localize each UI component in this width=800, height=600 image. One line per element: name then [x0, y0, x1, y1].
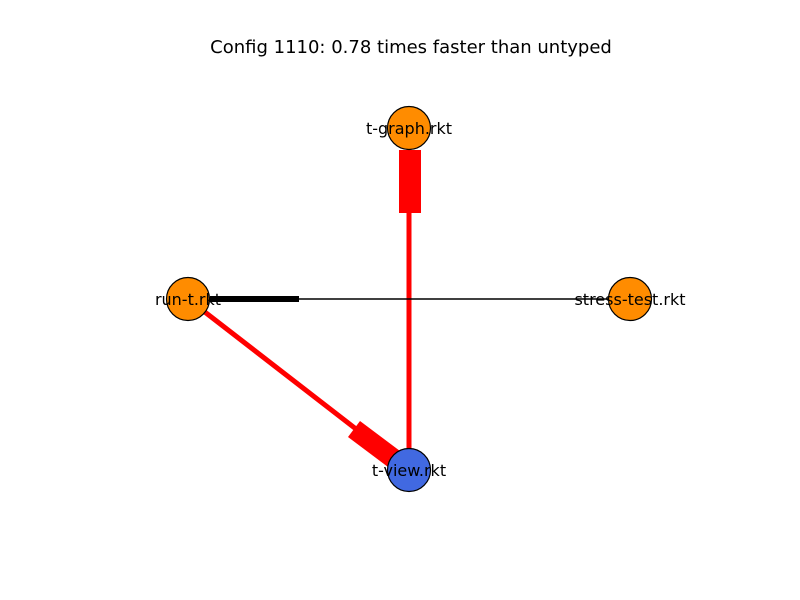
node-run-t-label: run-t.rkt	[155, 290, 221, 309]
node-run-t-circle	[165, 276, 211, 322]
nodes-layer: t-graph.rkt run-t.rkt stress-test.rkt t-…	[155, 105, 686, 493]
node-stress-test-label: stress-test.rkt	[574, 290, 685, 309]
edge-stress-runt-arrowhead	[210, 296, 299, 302]
node-t-graph: t-graph.rkt	[366, 105, 452, 151]
node-t-view-label: t-view.rkt	[372, 461, 446, 480]
node-t-graph-circle	[386, 105, 432, 151]
edge-stress-runt	[188, 296, 630, 302]
edge-runt-tview	[186, 297, 411, 472]
node-t-view-circle	[386, 447, 432, 493]
node-run-t: run-t.rkt	[155, 276, 221, 322]
diagram-title: Config 1110: 0.78 times faster than unty…	[210, 37, 612, 58]
edge-tgraph-tview-arrowhead	[399, 150, 421, 213]
node-stress-test-circle	[607, 276, 653, 322]
node-t-graph-label: t-graph.rkt	[366, 119, 452, 138]
node-stress-test: stress-test.rkt	[574, 276, 686, 322]
edge-runt-tview-arrowhead	[348, 421, 404, 470]
node-t-view: t-view.rkt	[372, 447, 446, 493]
edges-layer	[186, 128, 630, 472]
